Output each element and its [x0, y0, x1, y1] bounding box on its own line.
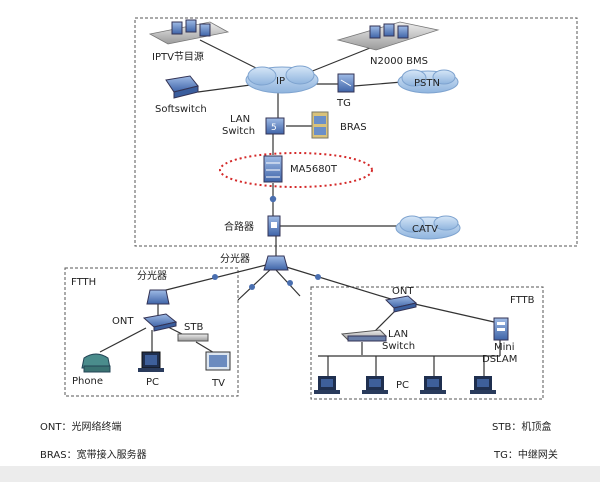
tv-icon [205, 351, 231, 371]
ftth-splitter-label: 分光器 [137, 269, 167, 282]
ftth-ont-label: ONT [112, 316, 134, 327]
ip-cloud [245, 65, 319, 94]
ftth-ont-icon [142, 313, 178, 332]
fttb-pc-4-icon [470, 376, 496, 394]
ftth-frame [64, 267, 239, 397]
ma5680t-highlight-ring [219, 152, 373, 188]
bms-label: N2000 BMS [370, 56, 428, 67]
combiner-label: 合路器 [224, 220, 254, 233]
stb-label: STB [184, 322, 203, 333]
fttb-pc-2-icon [362, 376, 388, 394]
fttb-ont-icon [384, 295, 418, 313]
catv-cloud [395, 215, 461, 240]
ftth-pc-label: PC [146, 377, 159, 388]
softswitch-label: Softswitch [155, 104, 207, 115]
iptv-source-icon [148, 19, 230, 45]
pstn-label: PSTN [414, 78, 440, 89]
ma5680t-label: MA5680T [290, 164, 338, 175]
legend-tg: TG：中继网关 [494, 450, 558, 461]
combiner-icon [267, 215, 281, 237]
legend-stb: STB：机顶盒 [492, 422, 552, 433]
ftth-pc-icon [138, 351, 164, 372]
main-splitter-label: 分光器 [220, 252, 250, 265]
ip-label: IP [276, 76, 285, 87]
phone-label: Phone [72, 376, 103, 387]
iptv-label: IPTV节目源 [152, 50, 204, 63]
fttb-pc-icons [314, 376, 496, 394]
fiber-markers [212, 195, 321, 290]
softswitch-icon [165, 75, 199, 99]
main-splitter-icon [263, 255, 289, 271]
stb-icon [177, 333, 209, 342]
footer-band [0, 466, 600, 482]
fttb-frame [310, 286, 544, 400]
ma5680t-icon [263, 155, 283, 183]
bras-label: BRAS [340, 122, 367, 133]
tv-label: TV [211, 378, 225, 389]
phone-icon [81, 353, 111, 373]
bms-server-icon [336, 21, 440, 51]
tg-label: TG [336, 98, 351, 109]
catv-label: CATV [412, 224, 438, 235]
svg-text:5: 5 [271, 123, 277, 133]
tg-icon [337, 73, 355, 93]
core-network-frame [134, 17, 578, 247]
fttb-pc-1-icon [314, 376, 340, 394]
ftth-title: FTTH [71, 277, 96, 288]
mini-dslam-icon [493, 317, 509, 341]
pstn-cloud [397, 69, 459, 94]
legend-bras: BRAS：宽带接入服务器 [40, 450, 147, 461]
lan-switch-top-icon: 5 [265, 117, 285, 135]
fttb-pc-3-icon [420, 376, 446, 394]
fttb-pc-label: PC [396, 380, 409, 391]
legend-ont: ONT：光网络终端 [40, 422, 122, 433]
fttb-ont-label: ONT [392, 286, 414, 297]
bras-icon [311, 111, 329, 139]
fttb-lan-switch-icon [340, 329, 388, 342]
fttb-title: FTTB [510, 295, 535, 306]
ftth-splitter-icon [146, 289, 170, 305]
